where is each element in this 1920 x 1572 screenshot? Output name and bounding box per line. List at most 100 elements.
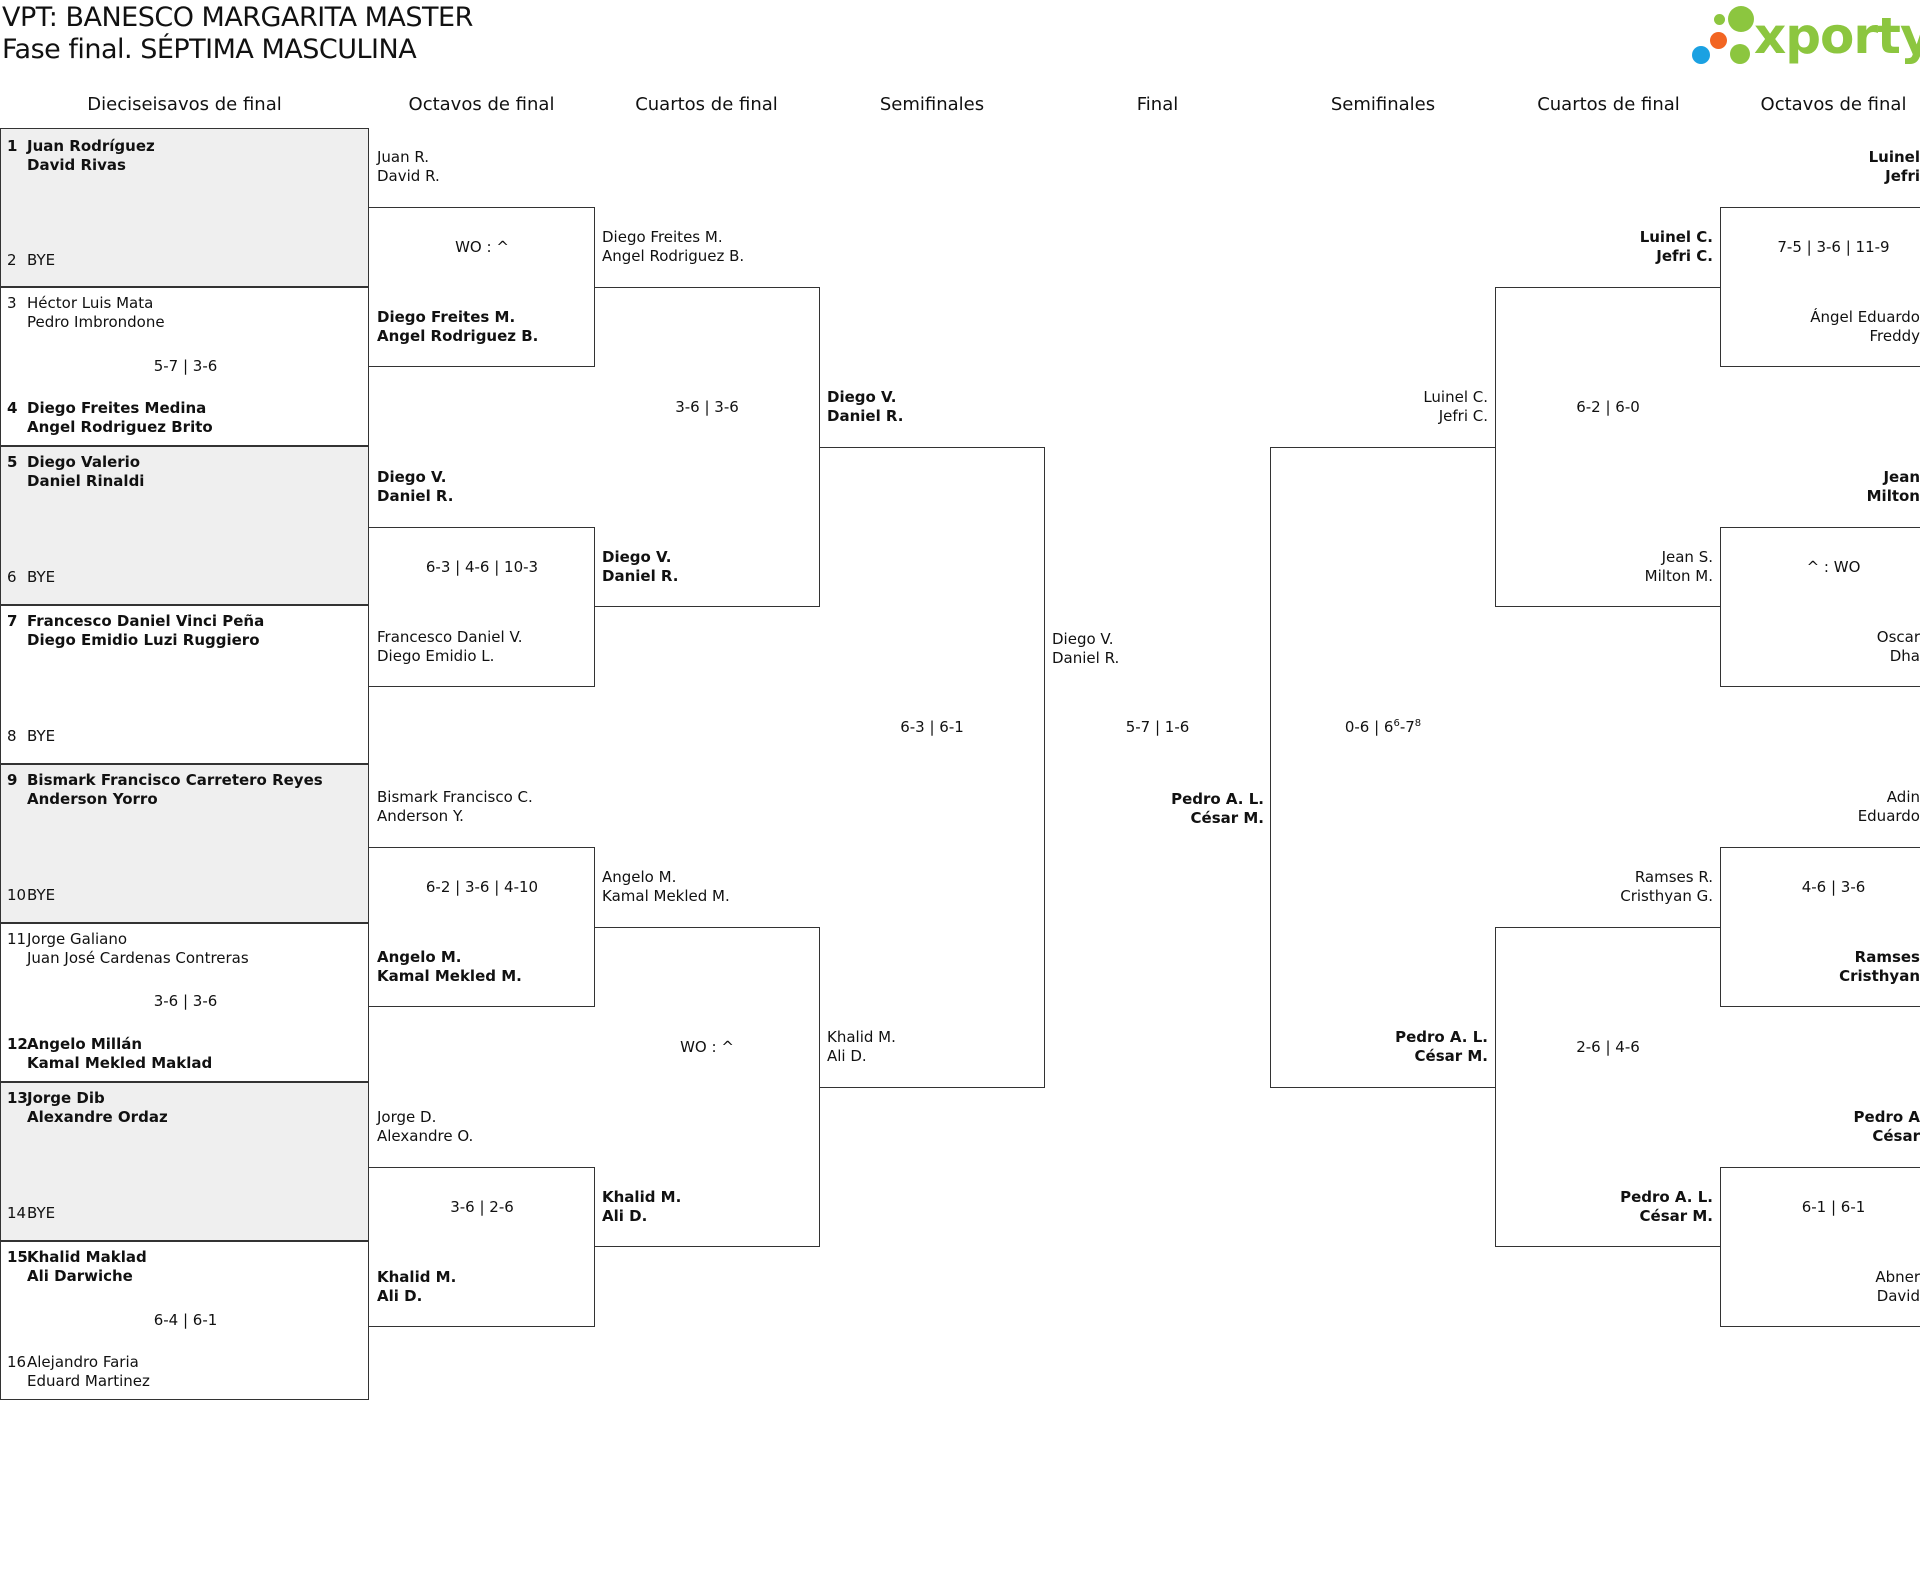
seed-entry[interactable]: 14BYE xyxy=(7,1204,56,1222)
r16-left-bracket-4 xyxy=(369,1167,595,1327)
r16-right-bracket-2 xyxy=(1720,527,1920,687)
round-header-sf-left: Semifinales xyxy=(879,94,985,115)
r16-right-bracket-1 xyxy=(1720,207,1920,367)
sf-left-bracket xyxy=(819,447,1045,1088)
round-header-sf-right: Semifinales xyxy=(1330,94,1436,115)
round-header-final: Final xyxy=(1136,94,1179,115)
qf-left-score: WO : ^ xyxy=(680,1038,734,1056)
r16-left-pair[interactable]: Khalid M.Ali D. xyxy=(377,1268,457,1305)
r16-left-pair[interactable]: Diego Freites M.Angel Rodriguez B. xyxy=(377,308,539,345)
qf-left-pair[interactable]: Diego V.Daniel R. xyxy=(602,548,679,585)
r16-right-score: 7-5 | 3-6 | 11-9 xyxy=(1777,238,1890,256)
r16-left-pair[interactable]: Angelo M.Kamal Mekled M. xyxy=(377,948,522,985)
r16-left-pair[interactable]: Jorge D.Alexandre O. xyxy=(377,1108,474,1145)
tiebreak-sup: 8 xyxy=(1414,718,1422,729)
final-pair-right[interactable]: Pedro A. L.César M. xyxy=(1171,790,1264,827)
logo-dot-green-icon xyxy=(1728,6,1754,32)
r16-left-pair[interactable]: Juan R.David R. xyxy=(377,148,440,185)
logo-dot-orange-icon xyxy=(1710,32,1727,49)
round-header-r32: Dieciseisavos de final xyxy=(87,94,282,115)
phase-title: Fase final. SÉPTIMA MASCULINA xyxy=(2,34,417,65)
sf-right-score: 0-6 | 66-78 xyxy=(1344,718,1422,736)
tournament-title: VPT: BANESCO MARGARITA MASTER xyxy=(2,2,473,33)
qf-left-pair[interactable]: Khalid M.Ali D. xyxy=(602,1188,682,1225)
r16-left-score: 6-3 | 4-6 | 10-3 xyxy=(425,558,539,576)
final-score: 5-7 | 1-6 xyxy=(1125,718,1190,736)
sf-left-pair[interactable]: Khalid M.Ali D. xyxy=(827,1028,896,1065)
r16-left-pair[interactable]: Bismark Francisco C.Anderson Y. xyxy=(377,788,533,825)
sf-right-pair[interactable]: Luinel C.Jefri C. xyxy=(1423,388,1488,425)
qf-left-pair[interactable]: Angelo M.Kamal Mekled M. xyxy=(602,868,730,905)
sf-right-pair[interactable]: Pedro A. L.César M. xyxy=(1395,1028,1488,1065)
match-score: 5-7 | 3-6 xyxy=(153,357,218,375)
final-pair-left[interactable]: Diego V.Daniel R. xyxy=(1052,630,1120,667)
logo-dot-green-2-icon xyxy=(1730,44,1750,64)
tiebreak-sup: 6 xyxy=(1393,718,1400,729)
sf-right-bracket xyxy=(1270,447,1496,1088)
qf-left-pair[interactable]: Diego Freites M.Angel Rodriguez B. xyxy=(602,228,745,265)
qf-left-score: 3-6 | 3-6 xyxy=(675,398,739,416)
r16-left-score: WO : ^ xyxy=(455,238,509,256)
r16-right-score: 6-1 | 6-1 xyxy=(1801,1198,1866,1216)
match-score: 6-4 | 6-1 xyxy=(153,1311,218,1329)
match-score: 3-6 | 3-6 xyxy=(153,992,218,1010)
logo-dot-small-green-icon xyxy=(1714,14,1725,25)
logo-text: xporty xyxy=(1754,7,1920,65)
r16-left-score: 3-6 | 2-6 xyxy=(450,1198,514,1216)
qf-right-pair[interactable]: Ramses R.Cristhyan G. xyxy=(1620,868,1713,905)
qf-right-score: 2-6 | 4-6 xyxy=(1576,1038,1640,1056)
r16-left-pair[interactable]: Francesco Daniel V.Diego Emidio L. xyxy=(377,628,523,665)
logo-dot-blue-icon xyxy=(1692,46,1710,64)
qf-right-score: 6-2 | 6-0 xyxy=(1576,398,1640,416)
r16-left-score: 6-2 | 3-6 | 4-10 xyxy=(425,878,539,896)
qf-right-pair[interactable]: Pedro A. L.César M. xyxy=(1620,1188,1713,1225)
qf-right-bracket-2 xyxy=(1495,927,1721,1247)
qf-right-pair[interactable]: Jean S.Milton M. xyxy=(1644,548,1713,585)
round-header-qf-left: Cuartos de final xyxy=(635,94,778,115)
seed-entry[interactable]: 10BYE xyxy=(7,886,56,904)
qf-right-pair[interactable]: Luinel C.Jefri C. xyxy=(1639,228,1713,265)
xporty-logo: xporty xyxy=(1690,4,1920,68)
r16-right-score: 4-6 | 3-6 xyxy=(1801,878,1866,896)
r16-right-bracket-4 xyxy=(1720,1167,1920,1327)
r16-left-pair[interactable]: Diego V.Daniel R. xyxy=(377,468,454,505)
round-header-r16-right: Octavos de final xyxy=(1760,94,1907,115)
sf-left-score: 6-3 | 6-1 xyxy=(900,718,964,736)
round-header-qf-right: Cuartos de final xyxy=(1537,94,1680,115)
r16-left-bracket-2 xyxy=(369,527,595,687)
sf-left-pair[interactable]: Diego V.Daniel R. xyxy=(827,388,904,425)
r16-right-bracket-3 xyxy=(1720,847,1920,1007)
r16-right-score: ^ : WO xyxy=(1806,558,1861,576)
qf-right-bracket-1 xyxy=(1495,287,1721,607)
